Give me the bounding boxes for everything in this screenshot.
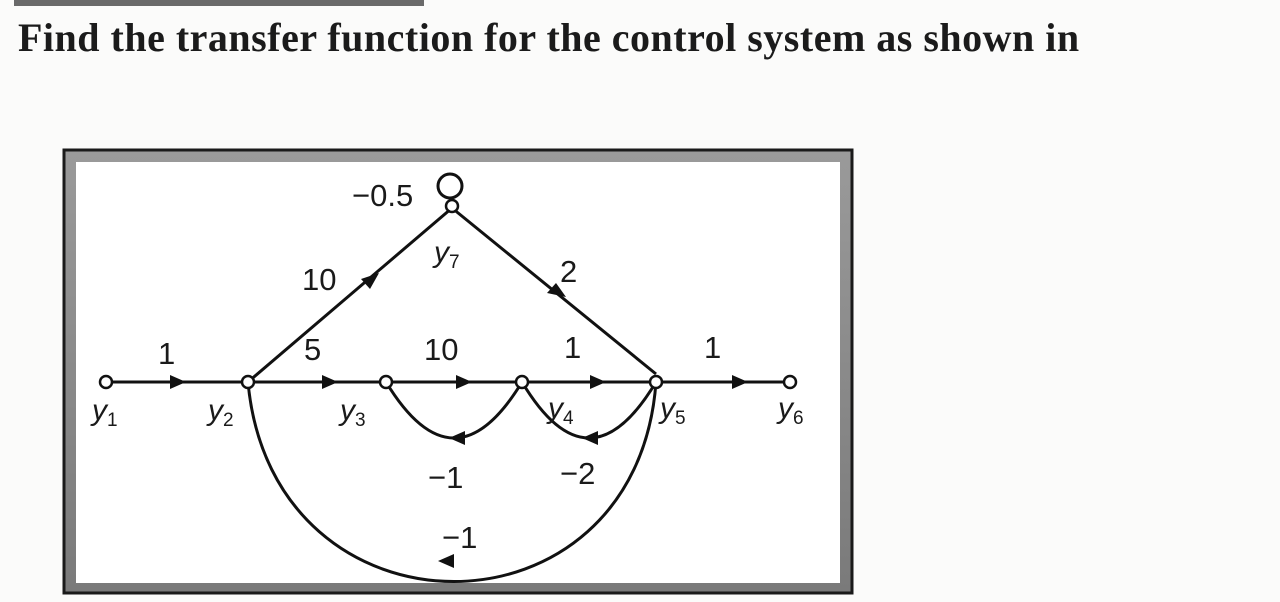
question-text: Find the transfer function for the contr… (18, 15, 1080, 60)
gain-y2-y3: 5 (304, 332, 321, 367)
node-y2 (240, 374, 256, 390)
branch-y2-y7 (247, 206, 453, 384)
gain-y5-y4: −2 (560, 456, 595, 491)
branch-y5-y2 (246, 381, 658, 583)
header-strip (14, 0, 424, 6)
label-y7: y7 (432, 236, 460, 273)
label-y1: y1 (90, 394, 118, 431)
diagram-svg: 1 5 10 1 1 10 2 −0.5 −1 −2 −1 y1 y2 y3 y… (62, 148, 854, 595)
label-y4: y4 (546, 392, 574, 429)
arrowheads (170, 273, 748, 568)
node-y5 (648, 374, 664, 390)
label-y3: y3 (338, 394, 366, 431)
gain-y5-y2: −1 (442, 520, 477, 555)
node-y1 (98, 374, 114, 390)
gain-y5-y6: 1 (704, 330, 721, 365)
node-y3 (378, 374, 394, 390)
node-y4 (514, 374, 530, 390)
gain-y7-y5: 2 (560, 254, 577, 289)
label-y5: y5 (658, 392, 686, 429)
gain-y7-self: −0.5 (352, 178, 413, 213)
frame-inner (76, 162, 840, 583)
label-y6: y6 (776, 392, 804, 429)
signal-flow-graph: 1 5 10 1 1 10 2 −0.5 −1 −2 −1 y1 y2 y3 y… (62, 148, 854, 595)
gain-y4-y3: −1 (428, 460, 463, 495)
gain-y1-y2: 1 (158, 336, 175, 371)
gain-y4-y5: 1 (564, 330, 581, 365)
label-y2: y2 (206, 394, 234, 431)
node-y6 (782, 374, 798, 390)
gain-y2-y7: 10 (302, 262, 336, 297)
self-loop-y7 (436, 172, 464, 200)
gain-y3-y4: 10 (424, 332, 458, 367)
node-y7 (444, 198, 460, 214)
